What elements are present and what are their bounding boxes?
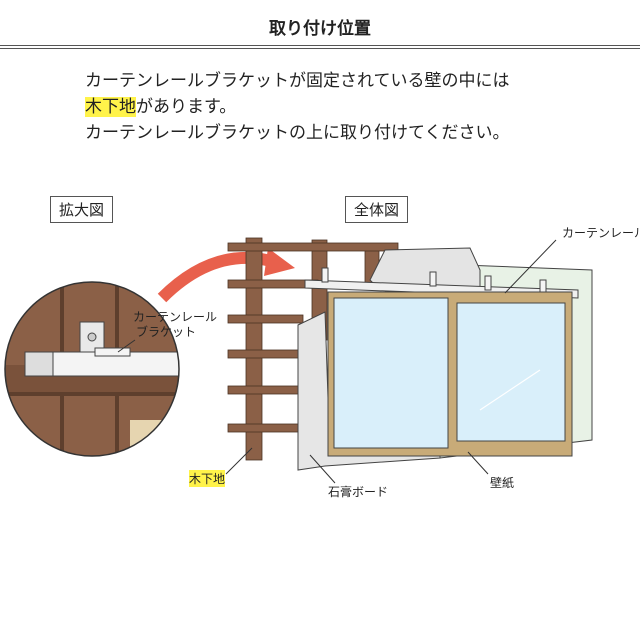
divider xyxy=(0,45,640,46)
wallpaper-label: 壁紙 xyxy=(490,476,515,490)
intro-text: カーテンレールブラケットが固定されている壁の中には 木下地があります。 カーテン… xyxy=(85,68,510,146)
bracket-label-1: カーテンレール xyxy=(133,310,218,324)
divider xyxy=(0,48,640,49)
intro-line-2-rest: があります。 xyxy=(136,97,237,117)
wood-label: 木下地 xyxy=(189,470,226,487)
intro-line-1: カーテンレールブラケットが固定されている壁の中には xyxy=(85,71,510,91)
intro-line-3: カーテンレールブラケットの上に取り付けてください。 xyxy=(85,123,510,143)
rail-label: カーテンレール xyxy=(562,226,640,240)
gypsum-label: 石膏ボード xyxy=(328,485,389,499)
intro-line-2: 木下地があります。 xyxy=(85,94,510,120)
bracket-label-2: ブラケット xyxy=(136,325,197,339)
wood-highlight: 木下地 xyxy=(85,97,136,117)
page-title: 取り付け位置 xyxy=(269,19,371,39)
zoom-circle xyxy=(5,282,179,456)
zoom-view-label: 拡大図 xyxy=(50,196,114,223)
overall-view-label: 全体図 xyxy=(345,196,409,223)
